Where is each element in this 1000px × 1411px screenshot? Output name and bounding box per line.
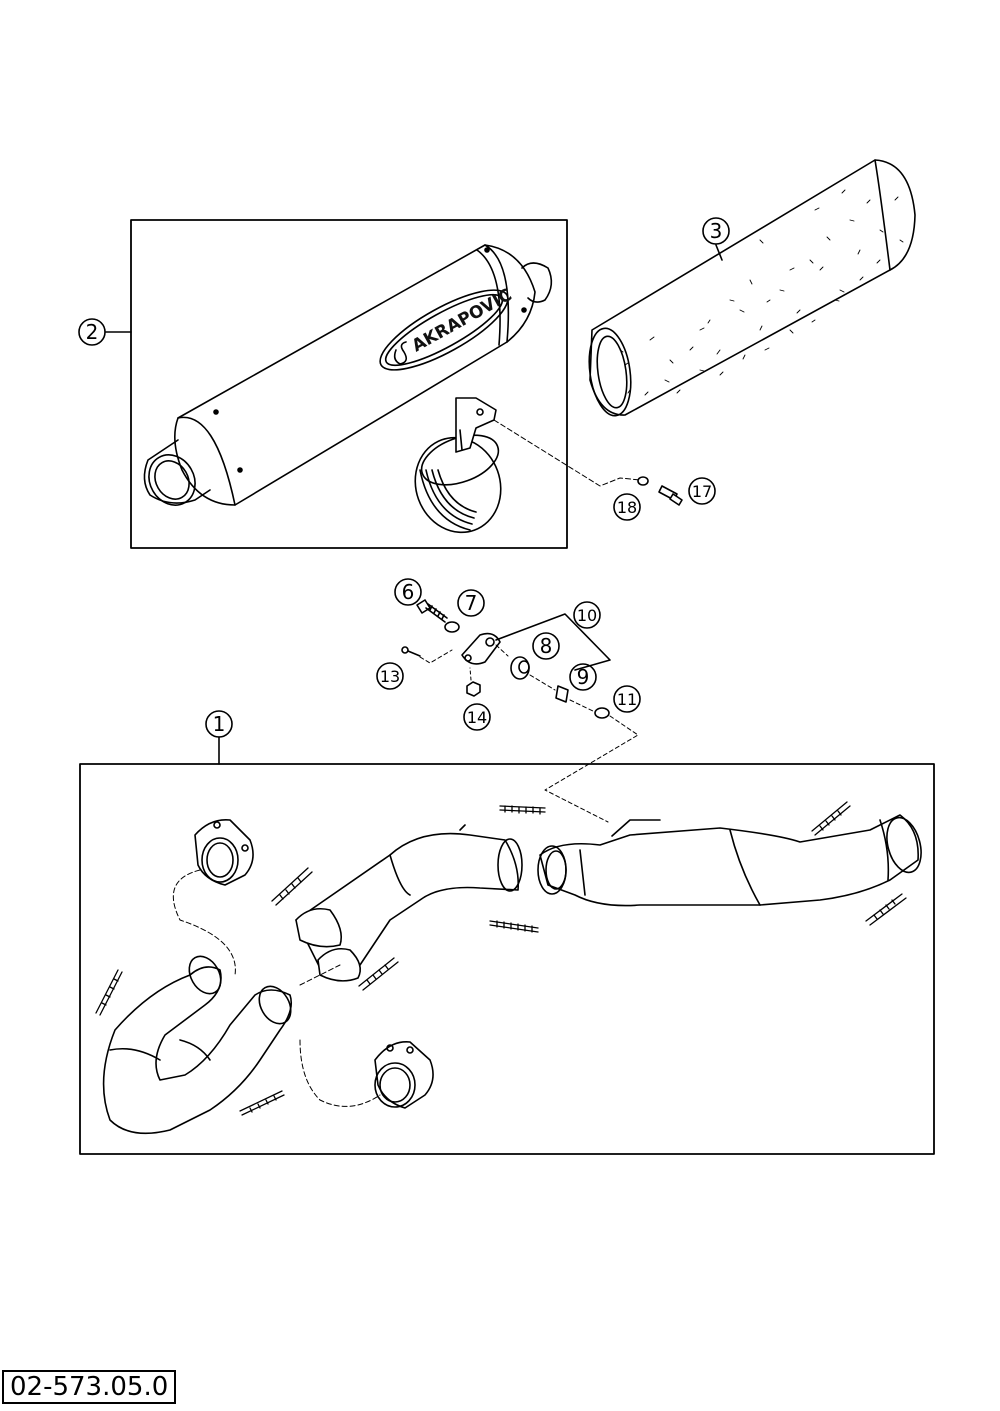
callout-17-circle [688,477,716,505]
header-group-box [79,763,935,1155]
callout-11-label: 11 [617,690,637,709]
spacer-9 [555,685,569,703]
flange-lower [374,1041,434,1109]
leader-clamp-bolt [493,419,641,487]
leader-3 [715,244,723,261]
callout-9-circle [569,663,597,691]
callout-1-label: 1 [213,712,226,736]
callout-6-label: 6 [402,580,415,604]
callout-13-label: 13 [380,667,400,686]
callout-10-circle [573,601,601,629]
callout-13-circle [376,662,404,690]
bolt-6 [416,599,448,623]
flange-upper [194,818,254,886]
callout-1-circle [205,710,233,738]
grommet-8 [510,656,530,680]
collector-pipe [295,824,523,982]
callout-14-label: 14 [467,708,487,727]
washer-7 [444,621,460,633]
callout-8-circle [532,632,560,660]
drawing-code-label: 02-573.05.0 [2,1370,177,1404]
callout-11-circle [613,685,641,713]
callout-2-label: 2 [86,320,99,344]
washer-11 [594,707,610,719]
header-pipes [102,955,293,1135]
washer-18 [637,476,649,486]
mounting-bracket [461,632,501,665]
callout-18-label: 18 [617,498,637,517]
callout-17-label: 17 [692,482,712,501]
callout-7-circle [457,589,485,617]
callout-7-label: 7 [465,591,478,615]
silencer-group-box [130,219,568,549]
callout-3-circle [702,217,730,245]
springs [95,801,907,1116]
callout-14-circle [463,703,491,731]
callout-2-circle [78,318,106,346]
callout-10-label: 10 [577,606,597,625]
silencer-clamp [414,397,502,534]
callout-8-label: 8 [540,634,553,658]
heat-shield-wrap [588,159,916,417]
mid-pipe [537,814,922,907]
callout-9-label: 9 [577,665,590,689]
nut-14 [466,681,481,697]
silencer-muffler [143,244,553,506]
bolt-13 [401,646,421,657]
callout-3-label: 3 [710,219,723,243]
bolt-17 [658,485,683,506]
callout-6-circle [394,578,422,606]
callout-18-circle [613,493,641,521]
